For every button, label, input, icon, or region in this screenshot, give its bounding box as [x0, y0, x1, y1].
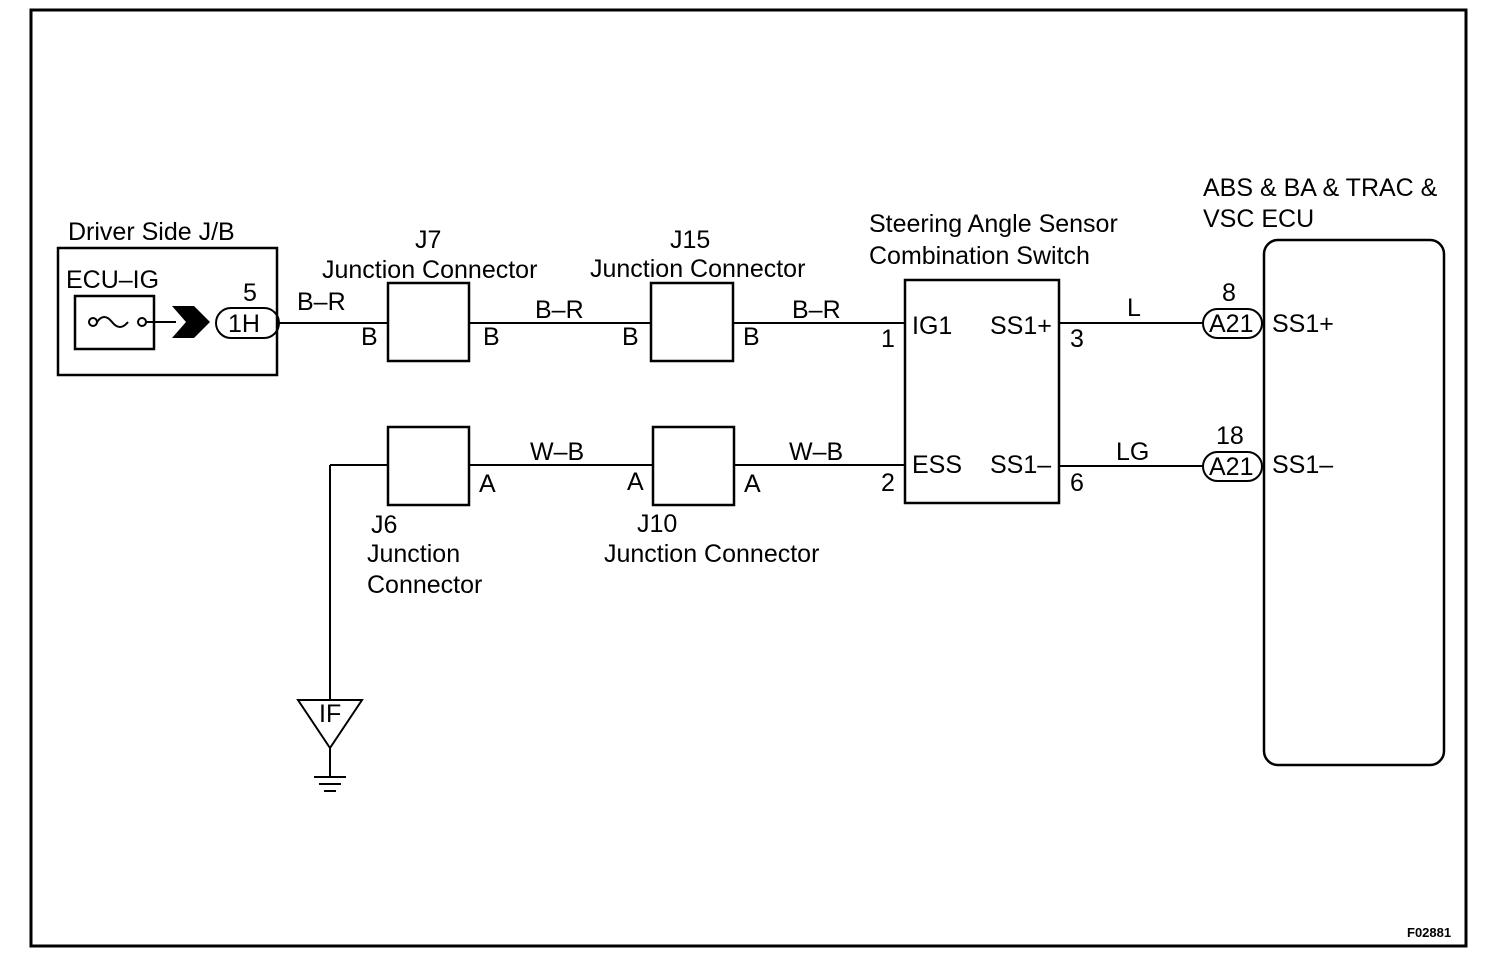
j15-right-pin: B: [743, 323, 760, 351]
sensor-pin-1: 1: [881, 325, 895, 353]
connector-arrow-icon: [172, 306, 210, 338]
j6-connector-box: [386, 425, 471, 507]
j10-left-pin: A: [627, 468, 644, 496]
j10-code: J10: [637, 510, 677, 538]
ground-triangle-icon: [296, 699, 364, 750]
ecu-pin-18: 18: [1216, 422, 1244, 450]
j15-code: J15: [670, 226, 710, 254]
wire-br-label: B–R: [792, 296, 841, 324]
j7-code: J7: [415, 226, 441, 254]
connector-a21-oval: [1202, 451, 1263, 482]
j7-left-pin: B: [361, 323, 378, 351]
wire-wb-label: W–B: [530, 438, 584, 466]
ecu-title-line2: VSC ECU: [1203, 205, 1314, 233]
connector-1h-label: 1H: [228, 310, 260, 338]
wire-wb-label: W–B: [789, 438, 843, 466]
wire-br-label: B–R: [297, 288, 346, 316]
j10-right-pin: A: [744, 470, 761, 498]
ecu-box: [1262, 238, 1446, 767]
fuse-icon: [73, 294, 156, 351]
j15-name: Junction Connector: [590, 255, 805, 283]
j15-connector-box: [649, 281, 735, 363]
ecu-ss1p-label: SS1+: [1272, 310, 1334, 338]
figure-id: F02881: [1407, 925, 1451, 940]
sensor-pin-6: 6: [1070, 469, 1084, 497]
sensor-pin-2: 2: [881, 469, 895, 497]
pin-5-label: 5: [243, 279, 257, 307]
sensor-title-line1: Steering Angle Sensor: [869, 210, 1118, 238]
driver-jb-title: Driver Side J/B: [68, 218, 235, 246]
sensor-title-line2: Combination Switch: [869, 242, 1090, 270]
fuse-label: ECU–IG: [66, 266, 159, 294]
ecu-conn-bottom: A21: [1209, 453, 1253, 481]
ground-icon: [314, 748, 346, 792]
sensor-ig1-label: IG1: [912, 312, 952, 340]
j7-connector-box: [386, 281, 471, 363]
j15-left-pin: B: [622, 323, 639, 351]
diagram-frame: [29, 8, 1468, 948]
sensor-ss1p-label: SS1+: [990, 312, 1052, 340]
j7-name: Junction Connector: [322, 256, 537, 284]
sensor-pin-3: 3: [1070, 325, 1084, 353]
ecu-title-line1: ABS & BA & TRAC &: [1203, 174, 1438, 202]
connector-a21-oval: [1202, 308, 1263, 339]
wire-lg-label: LG: [1116, 438, 1149, 466]
j6-right-pin: A: [479, 470, 496, 498]
j7-right-pin: B: [483, 323, 500, 351]
ground-if-label: IF: [319, 700, 341, 728]
sensor-ss1m-label: SS1–: [990, 451, 1051, 479]
ecu-pin-8: 8: [1222, 279, 1236, 307]
j10-name: Junction Connector: [604, 540, 819, 568]
j10-connector-box: [651, 425, 736, 507]
j6-name-line2: Connector: [367, 571, 482, 599]
sensor-ess-label: ESS: [912, 451, 962, 479]
wire-br-label: B–R: [535, 296, 584, 324]
sensor-box: [903, 278, 1061, 505]
wire-l-label: L: [1127, 294, 1141, 322]
ecu-conn-top: A21: [1209, 310, 1253, 338]
ecu-ss1m-label: SS1–: [1272, 451, 1333, 479]
j6-code: J6: [371, 511, 397, 539]
j6-name-line1: Junction: [367, 540, 460, 568]
